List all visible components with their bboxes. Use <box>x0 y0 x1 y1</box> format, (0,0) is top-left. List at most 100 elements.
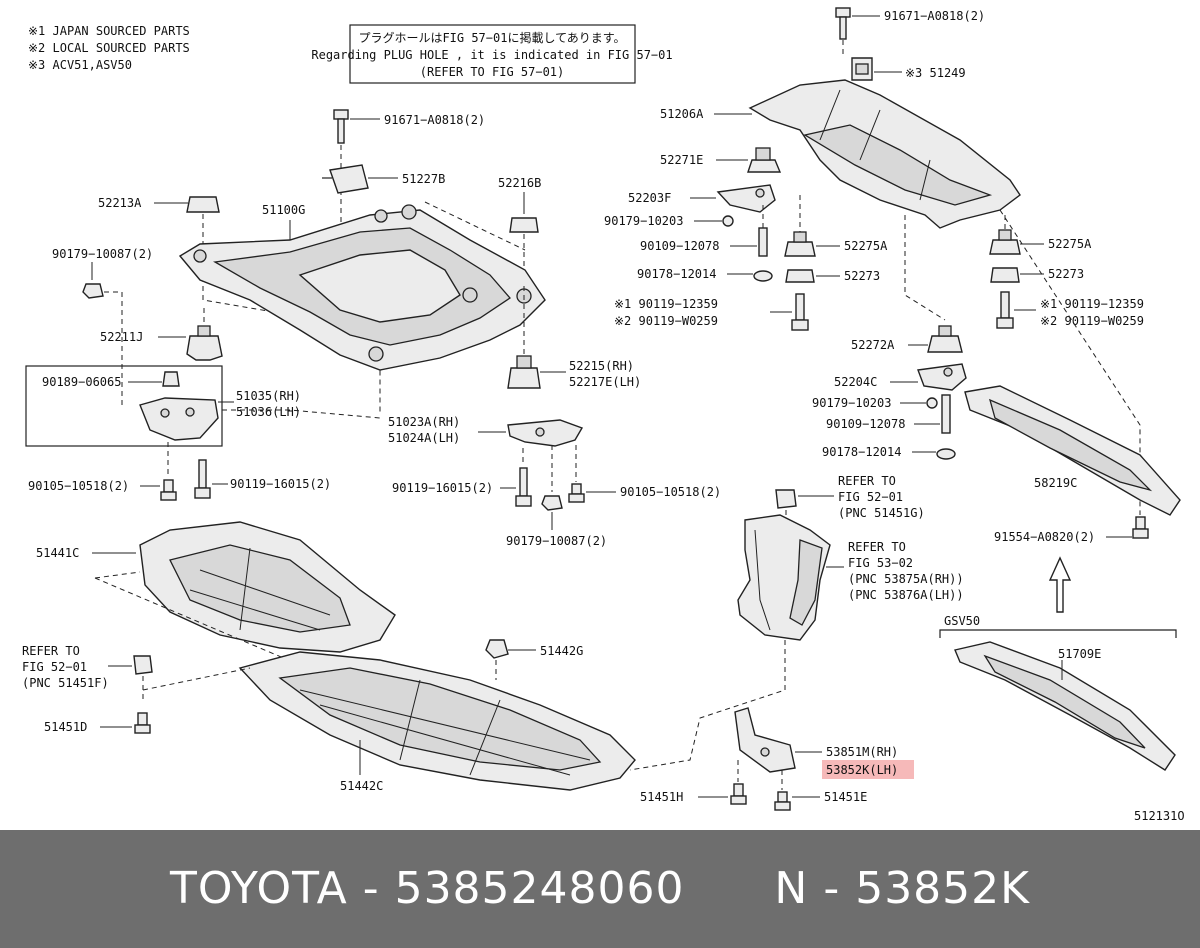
label-90105-10518-a: 90105−10518(2) <box>28 479 129 493</box>
cushion-52271E-icon <box>747 147 782 173</box>
label-51441c: 51441C <box>36 546 79 560</box>
label-53851m-rh: 53851M(RH) <box>826 745 898 759</box>
fender-liner <box>737 514 831 641</box>
stopper-52204C-icon <box>917 363 967 391</box>
bracket-51227B-icon <box>322 164 369 194</box>
brace-58219C <box>964 385 1181 516</box>
refer-52-01-a-line3: (PNC 51451G) <box>838 506 925 520</box>
label-52273-a: 52273 <box>844 269 880 283</box>
label-51100g: 51100G <box>262 203 305 217</box>
label-52213a: 52213A <box>98 196 142 210</box>
label-90179-10087-a: 90179−10087(2) <box>52 247 153 261</box>
plug-hole-info-box <box>349 24 636 84</box>
cushion-52273-b-icon <box>990 267 1020 283</box>
label-90189-06065: 90189−06065 <box>42 375 121 389</box>
label-91671-a0818-mid: 91671−A0818(2) <box>384 113 485 127</box>
gsv50-bracket <box>939 629 1177 638</box>
label-52215-rh: 52215(RH) <box>569 359 634 373</box>
label-52211j: 52211J <box>100 330 143 344</box>
highlight-53852k <box>822 760 914 779</box>
label-90119-16015-b: 90119−16015(2) <box>392 481 493 495</box>
label-90119-w0259-a: ※2 90119−W0259 <box>614 314 718 328</box>
label-51709e: 51709E <box>1058 647 1101 661</box>
bolt-51451H-icon <box>730 783 747 805</box>
label-58219c: 58219C <box>1034 476 1077 490</box>
refer-52-01-b-line3: (PNC 51451F) <box>22 676 109 690</box>
label-51442g: 51442G <box>540 644 583 658</box>
label-90119-w0259-b: ※2 90119−W0259 <box>1040 314 1144 328</box>
label-53852k-lh: 53852K(LH) <box>826 763 898 777</box>
refer-53-02-line4: (PNC 53876A(LH)) <box>848 588 964 602</box>
bolt-90105-b-icon <box>568 483 585 503</box>
engine-under-cover-51441C <box>139 521 396 653</box>
label-90178-12014-b: 90178−12014 <box>822 445 901 459</box>
label-51442c: 51442C <box>340 779 383 793</box>
bolt-90109-12078-a-icon <box>758 227 768 257</box>
bolt-90119-12359-a-icon <box>791 293 809 331</box>
refer-52-01-b-line1: REFER TO <box>22 644 80 658</box>
label-52204c: 52204C <box>834 375 877 389</box>
cushion-52275A-b-icon <box>989 229 1021 255</box>
label-52272a: 52272A <box>851 338 895 352</box>
label-90179-10203-b: 90179−10203 <box>812 396 891 410</box>
label-52275a-b: 52275A <box>1048 237 1092 251</box>
clip-90189-icon <box>162 371 180 387</box>
bolt-91671-top-icon <box>835 7 851 40</box>
arrow-up-icon <box>1048 556 1072 613</box>
label-91671-a0818-top: 91671−A0818(2) <box>884 9 985 23</box>
label-90119-12359-b: ※1 90119−12359 <box>1040 297 1144 311</box>
stopper-51023A-icon <box>507 419 584 447</box>
label-52275a-a: 52275A <box>844 239 888 253</box>
label-90109-12078-a: 90109−12078 <box>640 239 719 253</box>
nut-90179-10203-b-icon <box>926 397 938 409</box>
cushion-52272A-icon <box>927 325 963 353</box>
bolt-51451D-icon <box>134 712 151 734</box>
bracket-51249-icon <box>851 57 873 81</box>
label-90178-12014-a: 90178−12014 <box>637 267 716 281</box>
nut-90179-10087-a-icon <box>82 283 104 299</box>
label-52217e-lh: 52217E(LH) <box>569 375 641 389</box>
bracket-51035-icon <box>139 397 219 441</box>
clip-51451F-icon <box>133 655 153 675</box>
rear-suspension-member-51206A <box>748 79 1021 229</box>
note-local-sourced: ※2 LOCAL SOURCED PARTS <box>28 41 190 55</box>
label-52203f: 52203F <box>628 191 671 205</box>
front-suspension-crossmember-51100G <box>178 204 546 371</box>
bolt-90119-12359-b-icon <box>996 291 1014 329</box>
cushion-52213A-icon <box>186 196 220 213</box>
note-japan-sourced: ※1 JAPAN SOURCED PARTS <box>28 24 190 38</box>
refer-53-02-line2: FIG 53−02 <box>848 556 913 570</box>
stopper-52203F-icon <box>716 184 776 213</box>
label-51035-rh: 51035(RH) <box>236 389 301 403</box>
label-gsv50: GSV50 <box>944 614 980 628</box>
bolt-90119-16015-b-icon <box>515 467 532 507</box>
label-90119-16015-a: 90119−16015(2) <box>230 477 331 491</box>
cushion-52215-icon <box>507 355 541 389</box>
bolt-90109-12078-b-icon <box>941 394 951 434</box>
refer-52-01-b-line2: FIG 52−01 <box>22 660 87 674</box>
washer-90178-12014-a-icon <box>753 270 773 282</box>
label-91554-a0820: 91554−A0820(2) <box>994 530 1095 544</box>
label-52216b: 52216B <box>498 176 541 190</box>
bracket-53852K <box>734 707 796 773</box>
label-51023a-rh: 51023A(RH) <box>388 415 460 429</box>
cushion-52216B-icon <box>509 217 539 233</box>
bolt-51451E-icon <box>774 791 791 811</box>
figure-code: 512131O <box>1134 809 1185 823</box>
note-acv51: ※3 ACV51,ASV50 <box>28 58 132 72</box>
engine-under-cover-51442C <box>238 651 636 791</box>
refer-52-01-a-line1: REFER TO <box>838 474 896 488</box>
washer-90178-12014-b-icon <box>936 448 956 460</box>
refer-53-02-line3: (PNC 53875A(RH)) <box>848 572 964 586</box>
label-51227b: 51227B <box>402 172 445 186</box>
label-52271e: 52271E <box>660 153 703 167</box>
label-90119-12359-a: ※1 90119−12359 <box>614 297 718 311</box>
infobox-refer: (REFER TO FIG 57−01) <box>420 65 565 79</box>
label-51206a: 51206A <box>660 107 704 121</box>
refer-53-02-line1: REFER TO <box>848 540 906 554</box>
label-52273-b: 52273 <box>1048 267 1084 281</box>
diagram-svg: ※1 JAPAN SOURCED PARTS ※2 LOCAL SOURCED … <box>22 7 1185 823</box>
label-51451h: 51451H <box>640 790 683 804</box>
cushion-52211J-icon <box>186 325 223 361</box>
nut-90179-10203-a-icon <box>722 215 734 227</box>
